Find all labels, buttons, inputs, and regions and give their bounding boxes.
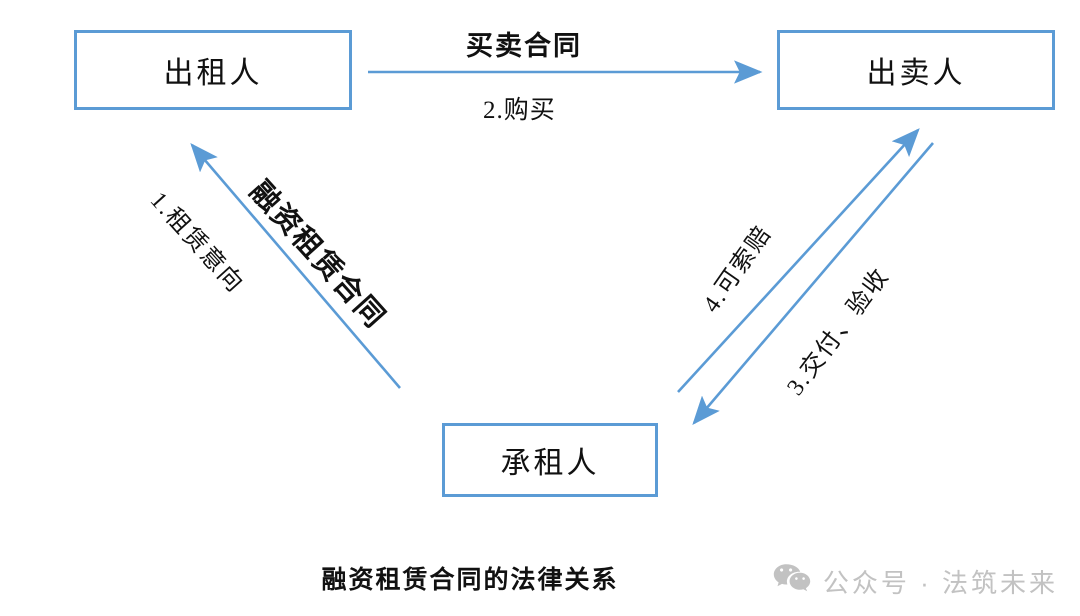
watermark: 公众号 · 法筑未来 <box>773 563 1058 600</box>
wechat-icon <box>773 563 811 600</box>
node-seller[interactable]: 出卖人 <box>777 30 1055 110</box>
edge-label-sales-contract: 买卖合同 <box>466 31 582 61</box>
edge-label-claim: 4.可索赔 <box>698 220 778 318</box>
edge-label-lease-intent: 1.租赁意向 <box>144 187 249 299</box>
node-lessee[interactable]: 承租人 <box>442 423 658 497</box>
edge-label-finance-lease-contract: 融资租赁合同 <box>243 175 392 336</box>
watermark-text: 公众号 · 法筑未来 <box>822 568 1058 598</box>
caption-text: 融资租赁合同的法律关系 <box>321 567 619 594</box>
edge-label-delivery: 3.交付、验收 <box>782 263 895 401</box>
edge-label-purchase: 2.购买 <box>483 97 556 124</box>
diagram-caption: 融资租赁合同的法律关系 <box>0 560 1080 596</box>
node-lessor[interactable]: 出租人 <box>74 30 352 110</box>
